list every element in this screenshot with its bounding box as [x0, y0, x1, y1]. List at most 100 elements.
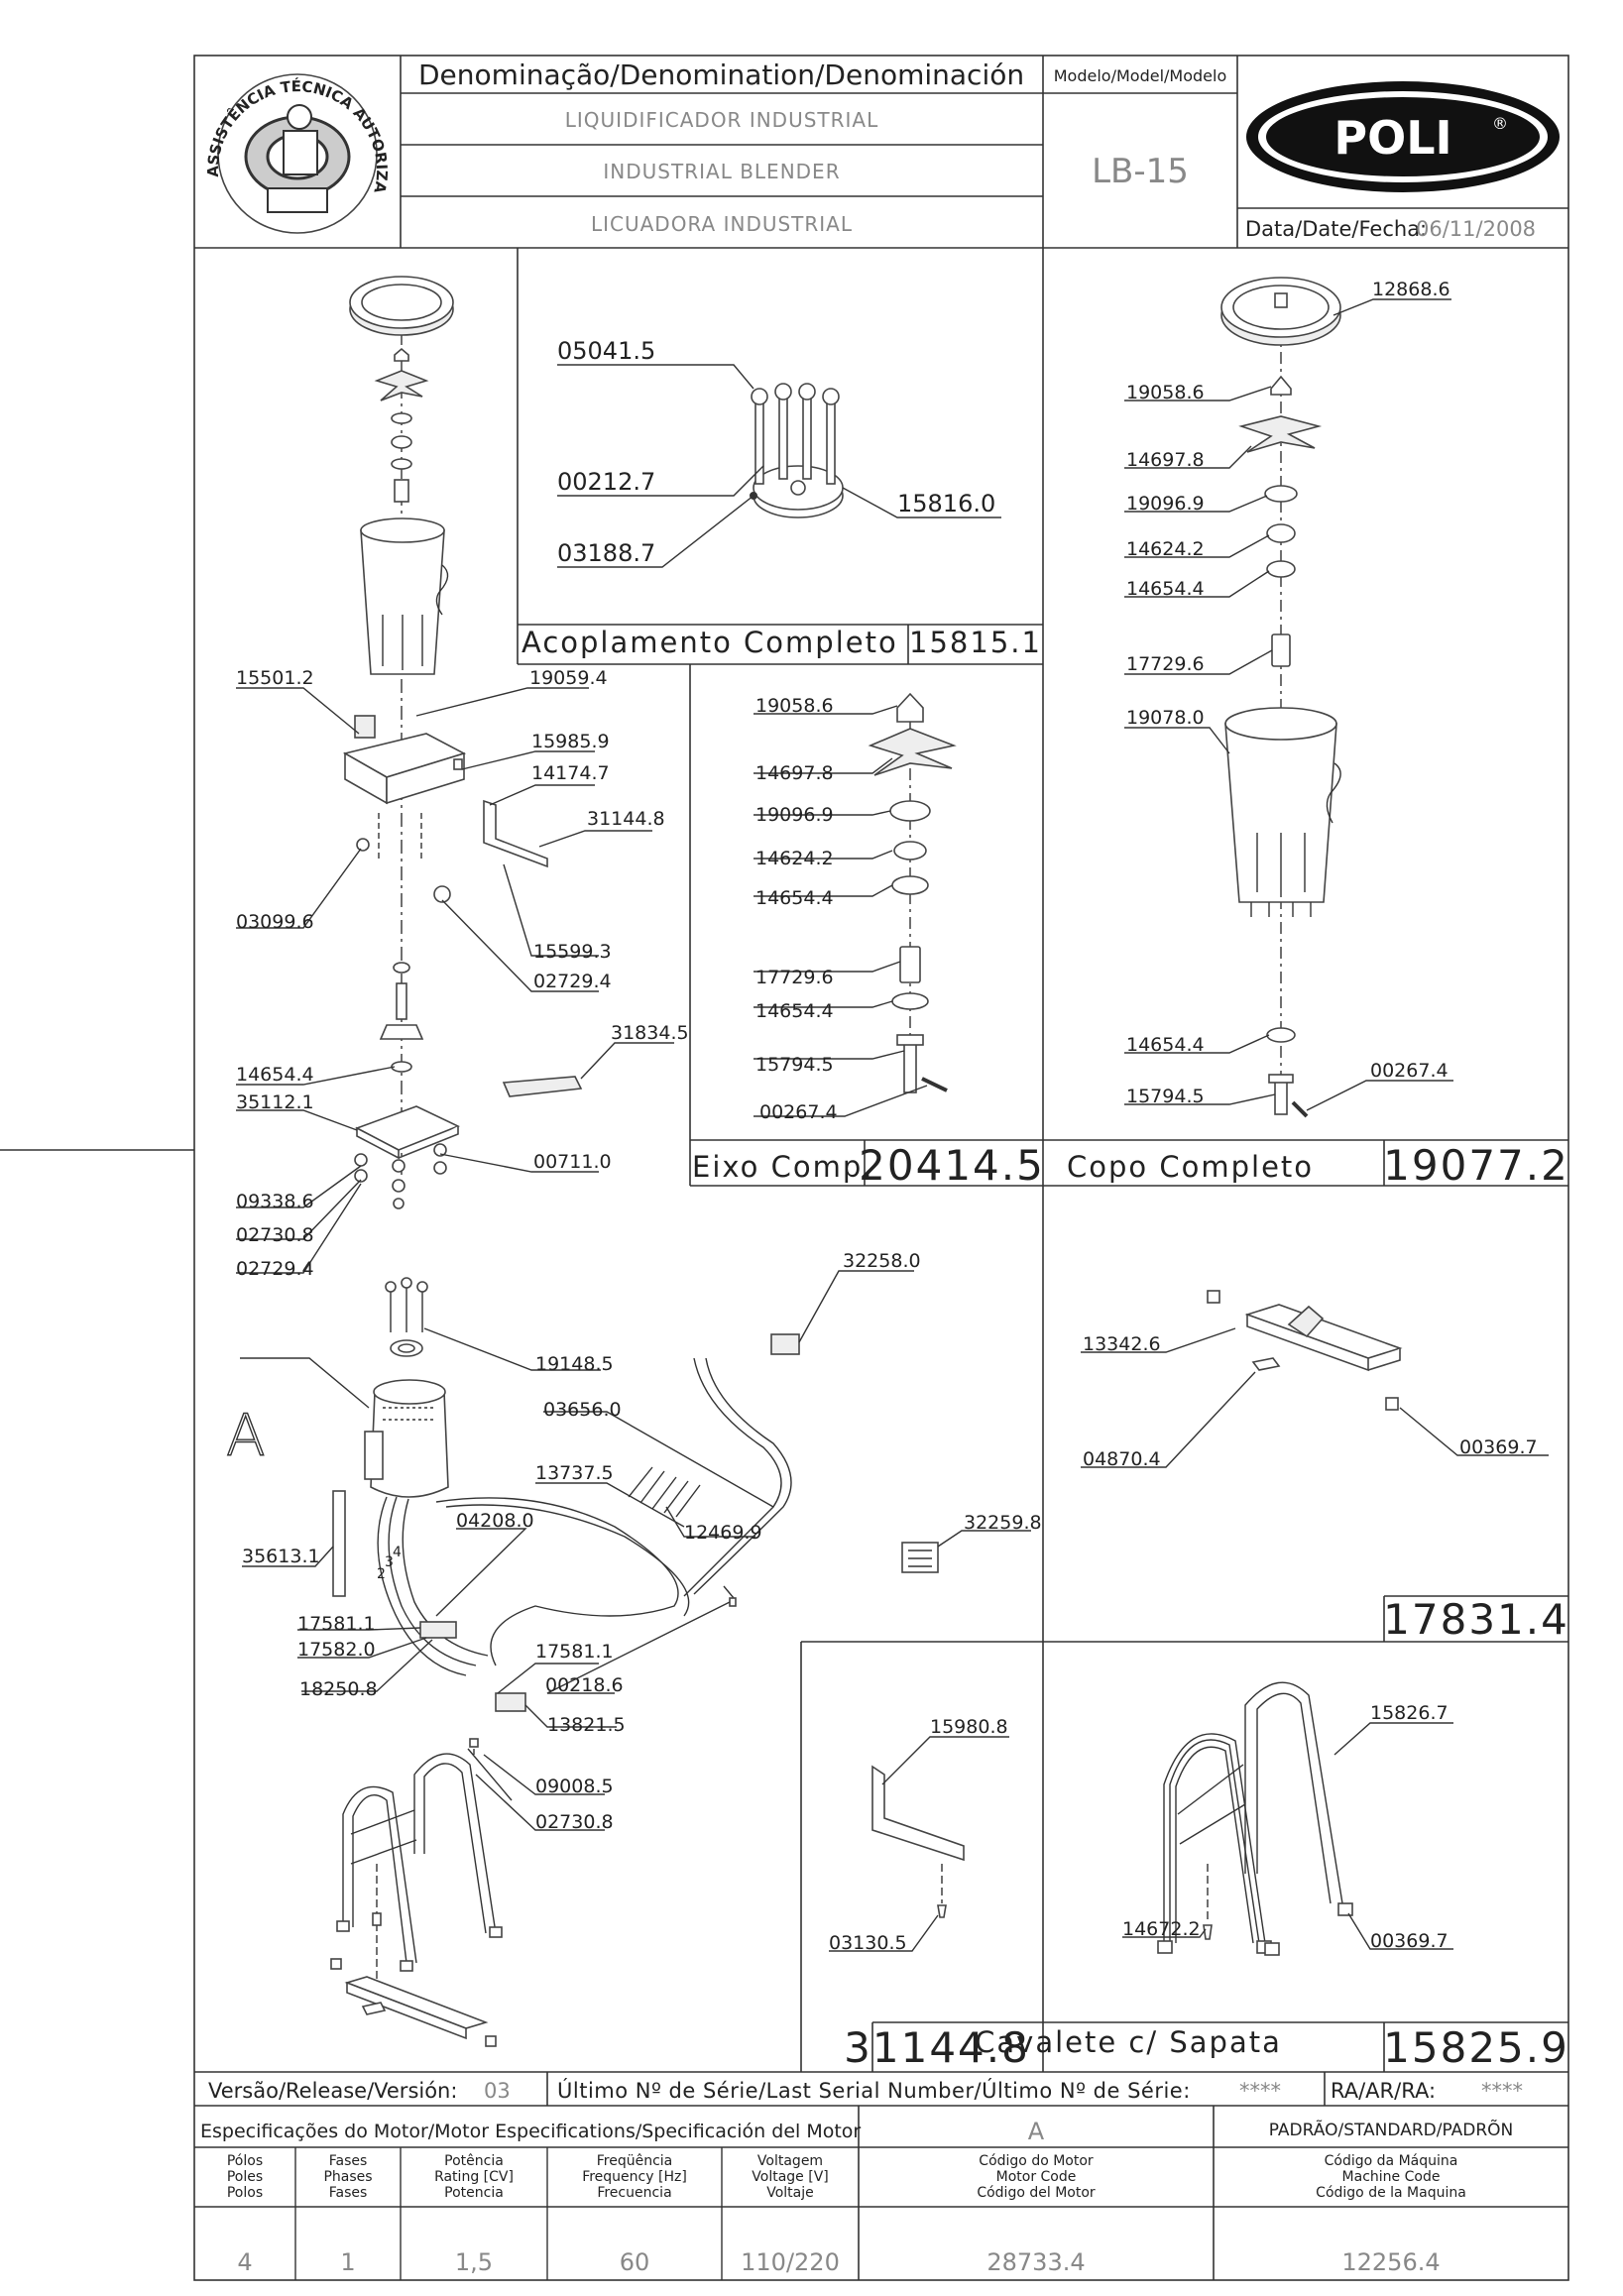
name-en: INDUSTRIAL BLENDER — [603, 160, 840, 183]
travessa-part-04870.4: 04870.4 — [1083, 1448, 1161, 1470]
suporte-part-03130.5: 03130.5 — [829, 1932, 907, 1954]
authorized-service-seal: ASSISTÊNCIA TÉCNICA AUTORIZADA — [0, 0, 391, 234]
denomination-label: Denominação/Denomination/Denominación — [418, 58, 1024, 91]
col-rating-2: Rating [CV] — [434, 2169, 514, 2185]
col-voltage-2: Voltage [V] — [752, 2169, 828, 2185]
copo-part-14697.8: 14697.8 — [1126, 449, 1205, 471]
copo-part-17729.6: 17729.6 — [1126, 653, 1205, 675]
eixo-part-19096.9: 19096.9 — [755, 804, 834, 826]
main-part-15985.9: 15985.9 — [531, 731, 610, 752]
col-voltage-1: Voltagem — [757, 2153, 823, 2169]
main-part-12469.9: 12469.9 — [684, 1522, 762, 1544]
main-part-02730.8-b: 02730.8 — [535, 1811, 614, 1833]
main-part-14174.7: 14174.7 — [531, 762, 610, 784]
travessa-part-00369.7: 00369.7 — [1459, 1436, 1538, 1458]
copo-part-14654.4-b: 14654.4 — [1126, 1034, 1205, 1056]
release-row: Versão/Release/Versión: 03 Último Nº de … — [194, 2072, 1568, 2107]
col-freq-2: Frequency [Hz] — [582, 2169, 687, 2185]
part-15816.0: 15816.0 — [897, 490, 995, 517]
copo-part-19058.6: 19058.6 — [1126, 382, 1205, 403]
col-freq-1: Freqüência — [597, 2153, 673, 2169]
copo-part-15794.5: 15794.5 — [1126, 1086, 1205, 1107]
suporte-code: 31144.8 — [844, 2023, 1030, 2072]
value-rating: 1,5 — [455, 2248, 493, 2276]
eixo-part-19058.6: 19058.6 — [755, 695, 834, 717]
eixo-part-14654.4: 14654.4 — [755, 887, 834, 909]
main-part-32259.8: 32259.8 — [964, 1512, 1042, 1534]
wire-number-2: 2 — [377, 1566, 386, 1582]
col-machine-code-2: Machine Code — [1342, 2169, 1441, 2185]
serial-label: Último Nº de Série/Last Serial Number/Úl… — [557, 2078, 1191, 2103]
main-part-19148.5: 19148.5 — [535, 1353, 614, 1375]
eixo-part-14624.2: 14624.2 — [755, 848, 834, 869]
main-part-02729.4-b: 02729.4 — [236, 1258, 314, 1280]
main-part-32258.0: 32258.0 — [843, 1250, 921, 1272]
col-motor-code-2: Motor Code — [996, 2169, 1077, 2185]
copo-part-14624.2: 14624.2 — [1126, 538, 1205, 560]
col-voltage-3: Voltaje — [766, 2185, 814, 2201]
col-poles-2: Poles — [227, 2169, 263, 2185]
copo-code: 19077.2 — [1383, 1141, 1569, 1190]
value-motor-code: 28733.4 — [986, 2248, 1085, 2276]
main-part-18250.8: 18250.8 — [299, 1678, 378, 1700]
col-motor-code-1: Código do Motor — [979, 2153, 1094, 2169]
eixo-part-00267.4: 00267.4 — [759, 1101, 838, 1123]
eixo-drawing — [754, 692, 957, 1117]
model-label: Modelo/Model/Modelo — [1054, 66, 1226, 85]
main-part-03656.0: 03656.0 — [543, 1399, 622, 1421]
travessa-drawing — [1081, 1290, 1549, 1468]
col-machine-code-3: Código de la Maquina — [1316, 2185, 1466, 2201]
col-phases-1: Fases — [329, 2153, 368, 2169]
acoplamento-code: 15815.1 — [909, 626, 1042, 659]
part-05041.5: 05041.5 — [557, 337, 655, 365]
eixo-part-14697.8: 14697.8 — [755, 762, 834, 784]
wire-number-4: 4 — [393, 1545, 402, 1560]
ra-label: RA/AR/RA: — [1331, 2079, 1436, 2103]
main-part-17582.0: 17582.0 — [297, 1639, 376, 1661]
col-poles-3: Polos — [227, 2185, 263, 2201]
main-part-19059.4: 19059.4 — [529, 667, 608, 689]
eixo-code: 20414.5 — [859, 1141, 1045, 1190]
main-part-17581.1-b: 17581.1 — [535, 1641, 614, 1663]
poli-logo: POLI ® — [1246, 81, 1560, 192]
cavalete-code: 15825.9 — [1383, 2023, 1569, 2072]
serial-value: **** — [1239, 2079, 1281, 2103]
ra-value: **** — [1481, 2079, 1523, 2103]
date-label: Data/Date/Fecha: — [1245, 217, 1427, 241]
main-part-02730.8: 02730.8 — [236, 1224, 314, 1246]
name-pt: LIQUIDIFICADOR INDUSTRIAL — [565, 108, 879, 132]
motor-letter: A — [226, 1402, 266, 1469]
col-poles-1: Pólos — [227, 2153, 263, 2169]
date-value: 06/11/2008 — [1416, 217, 1536, 241]
main-part-09008.5: 09008.5 — [535, 1776, 614, 1797]
cavalete-part-00369.7: 00369.7 — [1370, 1930, 1449, 1952]
main-part-04208.0: 04208.0 — [456, 1510, 534, 1532]
specs-title: Especificações do Motor/Motor Especifica… — [200, 2121, 861, 2142]
main-part-17581.1: 17581.1 — [297, 1613, 376, 1635]
eixo-part-14654.4-b: 14654.4 — [755, 1000, 834, 1022]
brand-text: POLI — [1333, 111, 1451, 165]
main-part-14654.4: 14654.4 — [236, 1064, 314, 1086]
suporte-part-15980.8: 15980.8 — [930, 1716, 1008, 1738]
version-value: 03 — [484, 2079, 511, 2103]
main-assembly-drawing — [236, 276, 1031, 2047]
name-es: LICUADORA INDUSTRIAL — [591, 212, 853, 236]
eixo-part-17729.6: 17729.6 — [755, 967, 834, 988]
main-part-31144.8: 31144.8 — [587, 808, 665, 830]
cavalete-part-14672.2: 14672.2 — [1122, 1918, 1201, 1940]
main-part-13737.5: 13737.5 — [535, 1462, 614, 1484]
copo-part-14654.4: 14654.4 — [1126, 578, 1205, 600]
copo-drawing — [1124, 277, 1453, 1118]
main-part-35613.1: 35613.1 — [242, 1546, 320, 1567]
col-rating-1: Potência — [444, 2153, 504, 2169]
main-part-02729.4: 02729.4 — [533, 971, 612, 992]
version-label: Versão/Release/Versión: — [208, 2079, 457, 2103]
main-part-03099.6: 03099.6 — [236, 911, 314, 933]
copo-part-00267.4: 00267.4 — [1370, 1060, 1449, 1082]
value-poles: 4 — [237, 2248, 252, 2276]
copo-part-12868.6: 12868.6 — [1372, 279, 1450, 300]
header-block: ASSISTÊNCIA TÉCNICA AUTORIZADA Denominaç… — [0, 0, 1568, 249]
value-machine-code: 12256.4 — [1341, 2248, 1440, 2276]
col-phases-3: Fases — [329, 2185, 368, 2201]
